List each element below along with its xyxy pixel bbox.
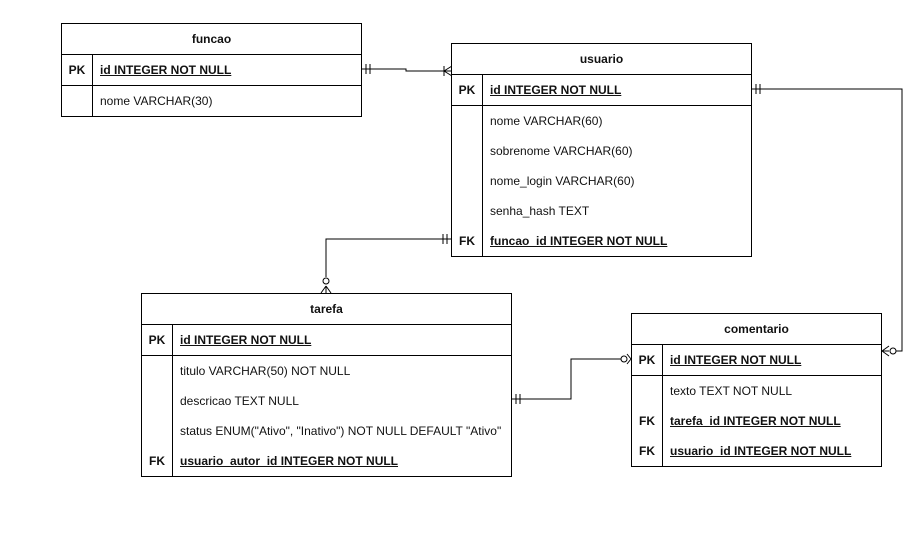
key-label <box>142 356 173 386</box>
table-row[interactable]: descricao TEXT NULL <box>142 386 511 416</box>
table-comentario[interactable]: comentario PK id INTEGER NOT NULL texto … <box>631 313 882 467</box>
field-label: descricao TEXT NULL <box>180 394 299 408</box>
table-row[interactable]: FK usuario_id INTEGER NOT NULL <box>632 436 881 466</box>
table-row[interactable]: texto TEXT NOT NULL <box>632 376 881 406</box>
table-title: comentario <box>632 314 881 345</box>
table-funcao[interactable]: funcao PK id INTEGER NOT NULL nome VARCH… <box>61 23 362 117</box>
key-label <box>452 196 483 226</box>
key-label <box>62 86 93 116</box>
key-label <box>452 166 483 196</box>
key-label: FK <box>632 436 663 466</box>
table-title: funcao <box>62 24 361 55</box>
table-row[interactable]: PK id INTEGER NOT NULL <box>62 55 361 86</box>
field-label: id INTEGER NOT NULL <box>100 63 232 77</box>
field-label: id INTEGER NOT NULL <box>670 353 802 367</box>
table-row[interactable]: FK tarefa_id INTEGER NOT NULL <box>632 406 881 436</box>
field-label: funcao_id INTEGER NOT NULL <box>490 234 668 248</box>
key-label: PK <box>632 345 663 375</box>
field-label: usuario_autor_id INTEGER NOT NULL <box>180 454 399 468</box>
rel-tarefa-comentario <box>511 358 621 400</box>
field-label: tarefa_id INTEGER NOT NULL <box>670 414 841 428</box>
table-tarefa[interactable]: tarefa PK id INTEGER NOT NULL titulo VAR… <box>141 293 512 477</box>
key-label: FK <box>142 446 173 476</box>
key-label <box>142 386 173 416</box>
key-label: FK <box>452 226 483 256</box>
table-row[interactable]: nome VARCHAR(60) <box>452 106 751 136</box>
field-label: titulo VARCHAR(50) NOT NULL <box>180 364 351 378</box>
table-row[interactable]: FK funcao_id INTEGER NOT NULL <box>452 226 751 256</box>
field-label: nome_login VARCHAR(60) <box>490 174 635 188</box>
table-row[interactable]: sobrenome VARCHAR(60) <box>452 136 751 166</box>
key-label: PK <box>62 55 93 85</box>
table-row[interactable]: PK id INTEGER NOT NULL <box>452 75 751 106</box>
table-row[interactable]: PK id INTEGER NOT NULL <box>142 325 511 356</box>
field-label: id INTEGER NOT NULL <box>180 333 312 347</box>
table-title: tarefa <box>142 294 511 325</box>
key-label: PK <box>142 325 173 355</box>
field-label: id INTEGER NOT NULL <box>490 83 622 97</box>
field-label: usuario_id INTEGER NOT NULL <box>670 444 852 458</box>
rel-usuario-tarefa <box>325 238 452 277</box>
table-title: usuario <box>452 44 751 75</box>
table-row[interactable]: nome VARCHAR(30) <box>62 86 361 116</box>
key-label <box>632 376 663 406</box>
table-row[interactable]: senha_hash TEXT <box>452 196 751 226</box>
rel-funcao-usuario <box>361 68 452 72</box>
field-label: sobrenome VARCHAR(60) <box>490 144 633 158</box>
table-row[interactable]: PK id INTEGER NOT NULL <box>632 345 881 376</box>
table-row[interactable]: nome_login VARCHAR(60) <box>452 166 751 196</box>
field-label: senha_hash TEXT <box>490 204 590 218</box>
table-row[interactable]: titulo VARCHAR(50) NOT NULL <box>142 356 511 386</box>
key-label: PK <box>452 75 483 105</box>
field-label: texto TEXT NOT NULL <box>670 384 793 398</box>
key-label: FK <box>632 406 663 436</box>
key-label <box>452 106 483 136</box>
field-label: nome VARCHAR(60) <box>490 114 603 128</box>
field-label: nome VARCHAR(30) <box>100 94 213 108</box>
key-label <box>142 416 173 446</box>
key-label <box>452 136 483 166</box>
rel-usuario-comentario <box>751 88 903 352</box>
table-row[interactable]: FK usuario_autor_id INTEGER NOT NULL <box>142 446 511 476</box>
table-usuario[interactable]: usuario PK id INTEGER NOT NULL nome VARC… <box>451 43 752 257</box>
field-label: status ENUM("Ativo", "Inativo") NOT NULL… <box>180 424 502 438</box>
table-row[interactable]: status ENUM("Ativo", "Inativo") NOT NULL… <box>142 416 511 446</box>
